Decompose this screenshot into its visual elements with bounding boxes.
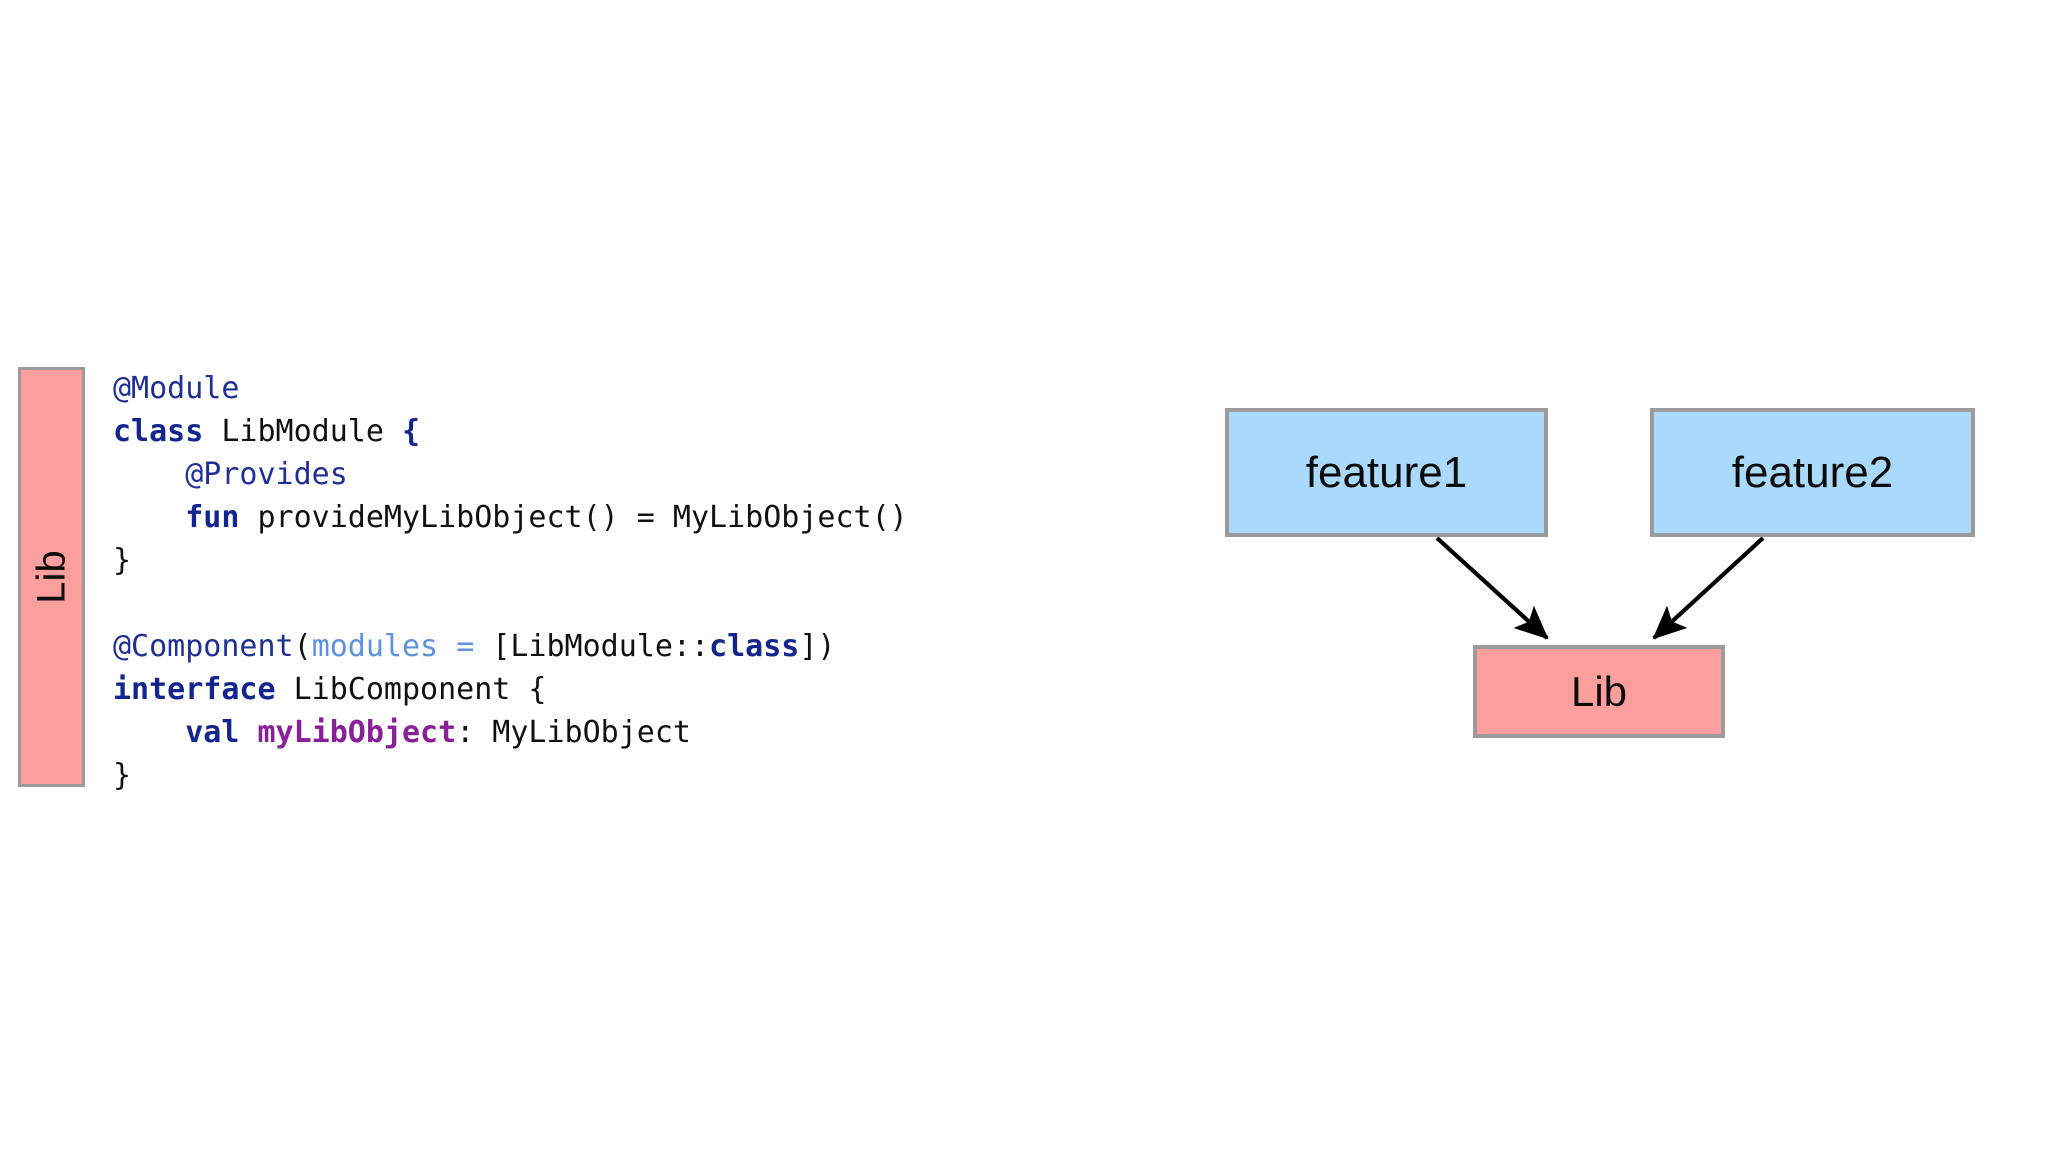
code-line: @Module [113,367,908,410]
code-line: } [113,754,908,797]
diagram-node-feature1[interactable]: feature1 [1225,408,1548,537]
code-line [113,582,908,625]
code-token-plain [438,629,456,664]
code-token-plain: ]) [799,629,836,664]
code-line: interface LibComponent { [113,668,908,711]
code-token-plain: LibModule [203,414,402,449]
diagram-node-feature1-label: feature1 [1305,447,1468,497]
code-token-kw: class [709,629,800,664]
code-token-plain: : MyLibObject [456,715,691,750]
code-token-ann: @Provides [185,457,348,492]
code-token-plain: provideMyLibObject() = MyLibObject() [239,500,908,535]
code-token-plain: } [113,543,132,578]
module-bar-label: Lib [29,550,73,604]
background-tint [420,0,2048,1152]
code-token-kw: { [402,414,421,449]
code-token-ann: @Module [113,371,240,406]
diagram-arrows [1435,536,1765,640]
edge-feature2-to-lib [1652,536,1765,640]
code-line: val myLibObject: MyLibObject [113,711,908,754]
module-bar-lib: Lib [18,367,85,787]
code-token-kw: class [113,414,204,449]
code-token-ann: @Component [113,629,294,664]
edge-feature1-to-lib [1435,536,1549,640]
code-line: fun provideMyLibObject() = MyLibObject() [113,496,908,539]
code-line: @Provides [113,453,908,496]
code-token-plain: LibComponent { [275,672,547,707]
code-line: @Component(modules = [LibModule::class]) [113,625,908,668]
code-token-kw: interface [113,672,276,707]
code-token-plain [113,715,185,750]
code-token-plain: ( [293,629,312,664]
code-token-kw: val [185,715,240,750]
code-block: @Module class LibModule { @Provides fun p… [113,367,908,797]
code-token-param: modules [311,629,439,664]
code-line: } [113,539,908,582]
code-token-prop: myLibObject [257,715,457,750]
diagram-node-feature2[interactable]: feature2 [1650,408,1975,537]
code-token-plain: [LibModule:: [474,629,710,664]
code-token-eq: = [456,629,475,664]
code-token-plain [239,715,257,750]
code-token-plain [113,500,185,535]
code-token-plain: } [113,758,132,793]
code-token-plain [113,457,185,492]
diagram-node-lib[interactable]: Lib [1473,645,1725,738]
code-line: class LibModule { [113,410,908,453]
dependency-diagram: feature1 feature2 Lib [1180,380,2040,780]
diagram-node-lib-label: Lib [1570,667,1628,715]
code-token-kw: fun [185,500,240,535]
diagram-node-feature2-label: feature2 [1731,447,1894,497]
